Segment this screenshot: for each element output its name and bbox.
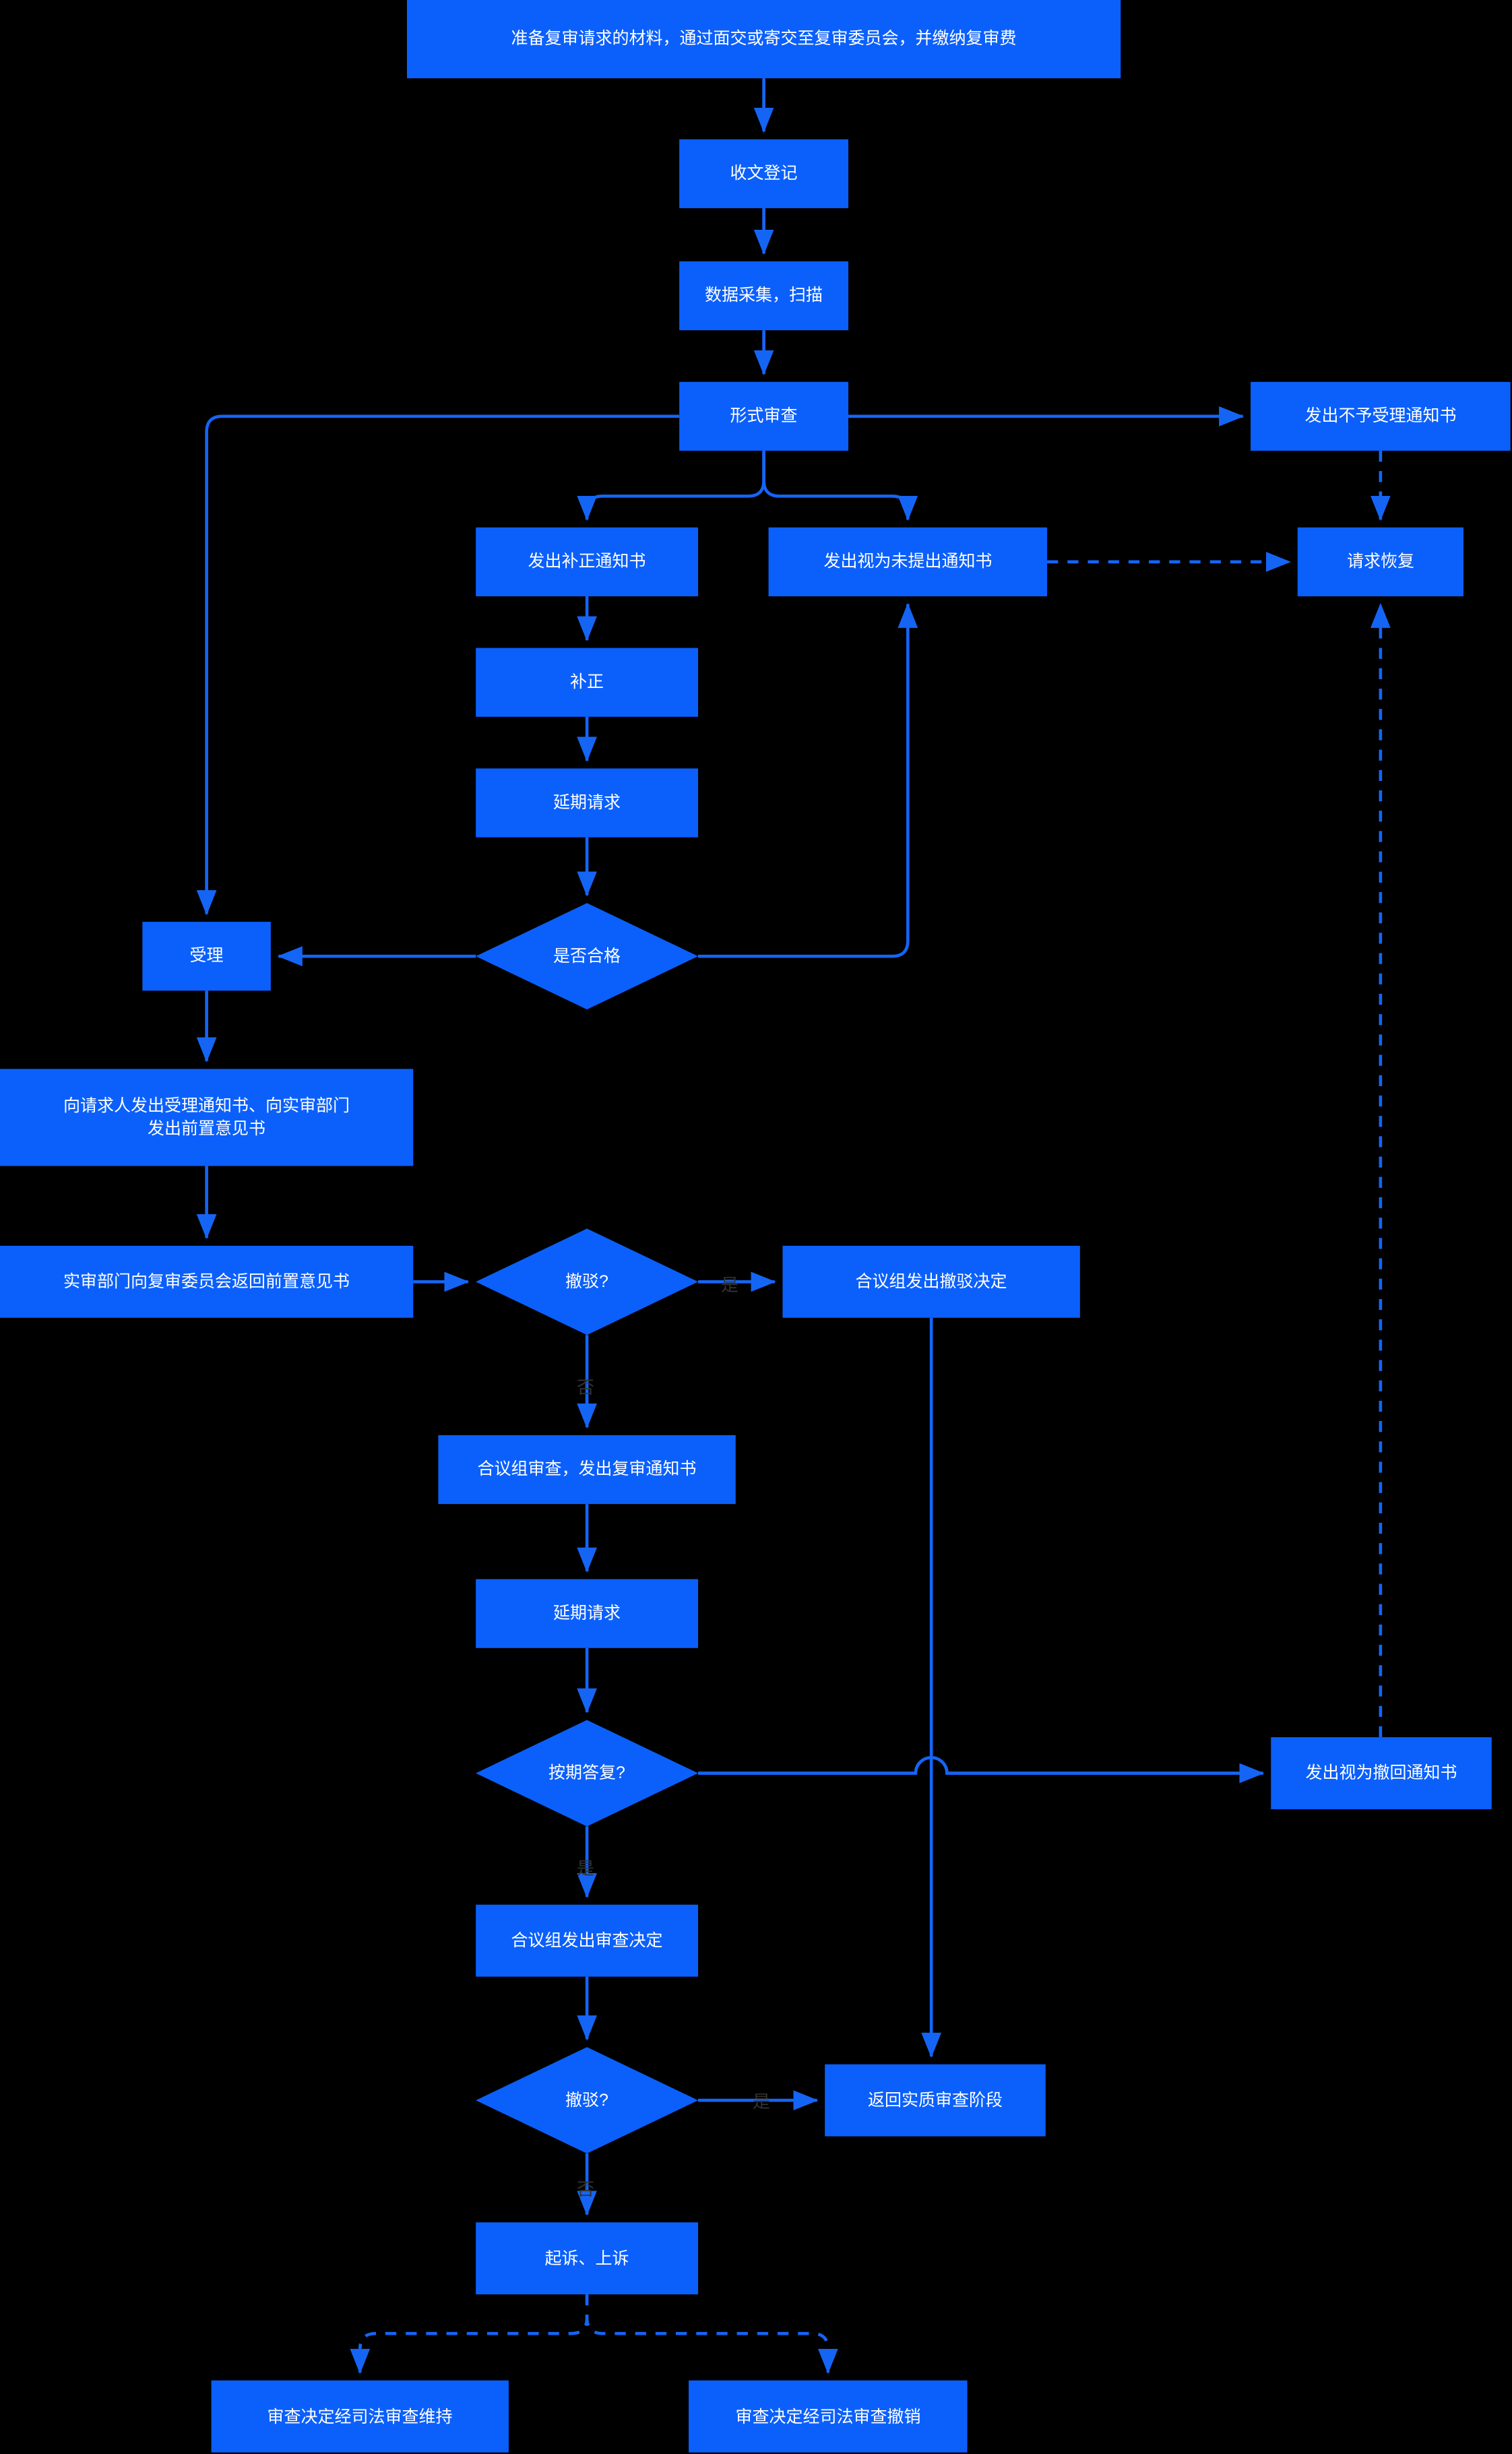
node-return-to-substantive-examination[interactable] (825, 2064, 1046, 2137)
node-request-restoration[interactable] (1297, 527, 1463, 596)
node-prepare-materials[interactable] (406, 0, 1121, 79)
node-accept-case[interactable] (142, 922, 271, 991)
node-withdraw-rejection-diamond-2[interactable] (476, 2047, 699, 2154)
node-substantive-dept-return-opinion[interactable] (0, 1245, 414, 1318)
edge-litigation-to-revoked (585, 2294, 838, 2374)
edge-qualified-to-deemed-not-filed (698, 602, 918, 958)
node-issue-acceptance-and-pre-opinion[interactable] (0, 1069, 414, 1166)
node-decision-revoked-by-judicial-review[interactable] (689, 2380, 968, 2453)
node-issue-deemed-withdrawn-notice[interactable] (1271, 1737, 1492, 1810)
node-issue-correction-notice[interactable] (476, 527, 699, 596)
edge-formal-review-to-correction-notice (577, 450, 765, 521)
node-data-collection-scan[interactable] (679, 261, 849, 331)
node-correction[interactable] (476, 648, 699, 717)
node-decision-upheld-by-judicial-review[interactable] (211, 2380, 509, 2453)
edge-formal-review-to-deemed-not-filed (762, 450, 918, 521)
node-extension-request-1[interactable] (476, 768, 699, 838)
node-panel-issue-withdraw-decision[interactable] (782, 1245, 1080, 1318)
node-extension-request-2[interactable] (476, 1579, 699, 1648)
node-litigation-appeal[interactable] (476, 2222, 699, 2295)
node-withdraw-rejection-diamond-1[interactable] (476, 1228, 699, 1335)
node-panel-issue-review-decision[interactable] (476, 1904, 699, 1977)
node-panel-review-issue-notice[interactable] (438, 1435, 736, 1505)
node-issue-deemed-not-filed-notice[interactable] (768, 527, 1048, 596)
edge-formal-review-to-accept (196, 414, 680, 916)
node-formal-review[interactable] (679, 381, 849, 451)
edge-litigation-to-upheld (350, 2294, 589, 2374)
node-is-qualified-diamond[interactable] (476, 903, 699, 1010)
node-reply-on-time-diamond[interactable] (476, 1720, 699, 1827)
node-receipt-registration[interactable] (679, 139, 849, 208)
node-issue-non-acceptance-notice[interactable] (1251, 381, 1511, 451)
